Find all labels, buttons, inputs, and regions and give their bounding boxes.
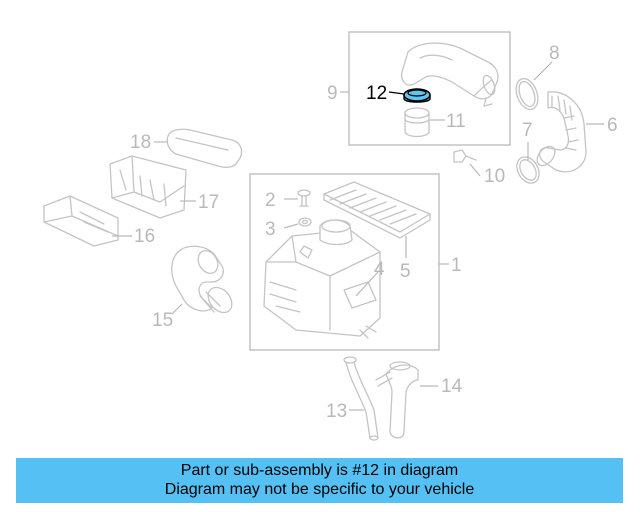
part-18-cover [166,128,243,168]
part-12-clamp [403,88,431,103]
callout-15: 15 [152,310,173,331]
callout-16: 16 [134,226,155,247]
part-13-drain-hose [343,356,379,441]
caption-bar: Part or sub-assembly is #12 in diagram D… [16,458,623,503]
callout-14: 14 [441,376,463,397]
callout-11: 11 [446,111,466,132]
part-10-bolt [453,149,477,163]
callout-17: 17 [198,192,219,213]
part-11-sleeve [404,107,430,138]
callout-6: 6 [607,115,618,136]
part-8-clamp [515,77,539,111]
part-5-filter [323,181,431,239]
leader-15 [171,303,183,315]
callout-1: 1 [451,255,462,276]
leader-10 [469,163,481,177]
callout-3: 3 [265,219,276,240]
part-16-duct [43,195,119,247]
callout-9: 9 [327,83,338,104]
leader-3 [283,223,299,229]
callout-7: 7 [522,120,533,141]
callout-2: 2 [265,190,276,211]
part-6-hose [536,91,587,173]
part-14-hose [375,361,419,439]
callout-18: 18 [130,132,151,153]
callout-8: 8 [549,43,560,64]
group-box-intake-tube [348,31,511,146]
callout-12: 12 [366,83,387,104]
leader-4 [355,271,379,297]
callout-5: 5 [400,261,411,282]
caption-line-2: Diagram may not be specific to your vehi… [164,481,475,498]
part-15-elbow [171,245,233,314]
callout-4: 4 [374,259,385,280]
group-box-air-cleaner [249,173,440,351]
leader-8 [533,61,553,81]
callout-13: 13 [326,401,347,422]
part-7-clamp [516,156,540,184]
caption-line-1: Part or sub-assembly is #12 in diagram [180,462,459,479]
part-17-bracket [109,155,187,219]
part-4-housing [263,219,381,339]
leader-12 [388,91,405,95]
part-2-bolt [297,189,311,207]
callout-10: 10 [484,166,505,187]
part-3-grommet [298,217,312,227]
part-9-intake-tube [400,42,499,107]
